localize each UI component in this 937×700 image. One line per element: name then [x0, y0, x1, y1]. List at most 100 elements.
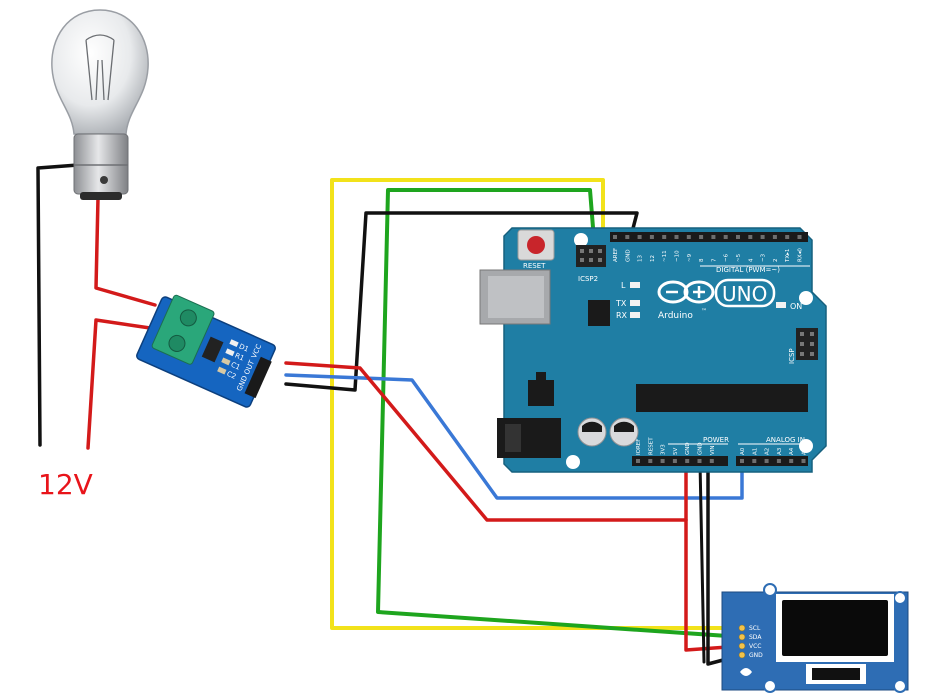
led-rx [630, 312, 640, 318]
power-pin-label: VIN [710, 446, 716, 456]
sensor-terminal-block [151, 294, 215, 365]
analog-pin-label: A1 [752, 448, 758, 455]
board-name: UNO [722, 282, 767, 306]
analog-pin-hole [764, 459, 769, 463]
led-l [630, 282, 640, 288]
digital-pin-hole [649, 235, 654, 239]
led-tx-label: TX [615, 299, 627, 308]
oled-module: SCL SDA VCC GND [721, 583, 909, 693]
power-pin-hole [672, 459, 677, 463]
digital-pin-label: GND [625, 249, 631, 262]
oled-screen [782, 600, 888, 656]
digital-pin-hole [674, 235, 679, 239]
digital-pin-label: 7 [711, 258, 717, 262]
digital-pin-label: TX▸1 [785, 249, 791, 263]
analog-pin-label: A5 [802, 447, 808, 455]
analog-label: ANALOG IN [766, 436, 805, 444]
icsp2-header [576, 245, 606, 267]
light-bulb [51, 9, 149, 200]
digital-pin-hole [736, 235, 740, 239]
digital-pin-label: 4 [748, 258, 754, 262]
power-header-pins [636, 459, 714, 463]
analog-pin-label: A3 [777, 447, 783, 455]
digital-pin-hole [723, 235, 728, 239]
digital-pin-label: ~10 [675, 250, 681, 262]
usb-chip [588, 300, 610, 326]
wire-lamp-red-to-sensor [94, 196, 157, 307]
power-pin-hole [697, 459, 702, 463]
digital-pin-hole [748, 235, 753, 239]
icsp2-label: ICSP2 [578, 275, 598, 283]
wire-lamp-black [36, 163, 80, 447]
icsp-label: ICSP [788, 348, 796, 364]
reset-button-cap [527, 236, 545, 254]
digital-pin-label: 2 [773, 259, 779, 263]
wire-supply-red [86, 318, 152, 450]
sensor-header [244, 356, 272, 399]
analog-header [736, 456, 808, 466]
digital-pin-label: AREF [613, 248, 619, 262]
digital-pin-label: ~6 [724, 253, 730, 262]
led-l-label: L [621, 281, 626, 290]
power-label: POWER [703, 436, 729, 444]
sensor-chip [201, 336, 224, 363]
power-pin-hole [648, 459, 653, 463]
oled-pins [738, 624, 746, 659]
digital-pin-hole [760, 235, 765, 239]
power-pin-label: GND [698, 442, 704, 455]
uno-badge [714, 278, 776, 308]
power-pin-label: 3V3 [661, 444, 667, 455]
reset-label: RESET [523, 262, 546, 270]
on-label: ON [790, 302, 802, 311]
wire-black-sensor-gnd [284, 211, 639, 392]
brand-trademark: ™ [701, 308, 707, 315]
power-header [632, 456, 728, 466]
sensor-label-d1: D1 [238, 342, 250, 353]
led-tx [630, 300, 640, 306]
supply-voltage-label: 12V [38, 468, 93, 501]
analog-pin-hole [789, 459, 794, 463]
power-pin-label: 5V [673, 448, 679, 455]
atmega-chip [636, 384, 808, 412]
analog-pin-label: A2 [765, 448, 771, 455]
wire-green-sda [376, 188, 744, 639]
wire-black-oled-gnd-2 [698, 460, 706, 664]
sensor-label-r1: R1 [234, 352, 246, 363]
oled-pin-gnd: GND [749, 652, 763, 659]
digital-pin-label: ~11 [662, 250, 668, 262]
analog-pin-label: A4 [789, 447, 795, 455]
power-pin-hole [636, 459, 640, 463]
digital-pin-label: ~5 [736, 253, 742, 262]
led-on [776, 302, 786, 308]
power-pin-hole [660, 459, 665, 463]
current-sensor-module: D1 R1 C1 C2 GND OUT VCC [136, 294, 276, 408]
analog-pin-hole [740, 459, 744, 463]
digital-pin-hole [637, 235, 642, 239]
power-pin-label: IOREF [636, 439, 642, 455]
digital-header-pins [613, 235, 802, 239]
arduino-logo [657, 280, 715, 304]
terminal-screw-2 [168, 334, 186, 352]
brand-name: Arduino [658, 311, 693, 321]
digital-pin-label: ~3 [761, 253, 767, 262]
oled-logo-icon [740, 668, 752, 676]
sensor-label-c1: C1 [230, 361, 242, 372]
digital-pin-hole [699, 235, 704, 239]
digital-pin-hole [625, 235, 630, 239]
digital-pin-hole [785, 235, 790, 239]
digital-label: DIGITAL (PWM=~) [716, 266, 780, 274]
sensor-label-c2: C2 [225, 370, 237, 381]
digital-pin-hole [772, 235, 777, 239]
wire-red-vcc [284, 361, 688, 522]
digital-pin-label: 8 [699, 258, 705, 262]
sensor-smd-parts [217, 339, 239, 375]
digital-pin-label: RX◂0 [798, 248, 804, 262]
power-pin-hole [709, 459, 714, 463]
digital-pin-hole [797, 235, 802, 239]
bulb-glass [51, 9, 149, 135]
terminal-screw-1 [179, 309, 197, 327]
bulb-base [73, 133, 129, 195]
